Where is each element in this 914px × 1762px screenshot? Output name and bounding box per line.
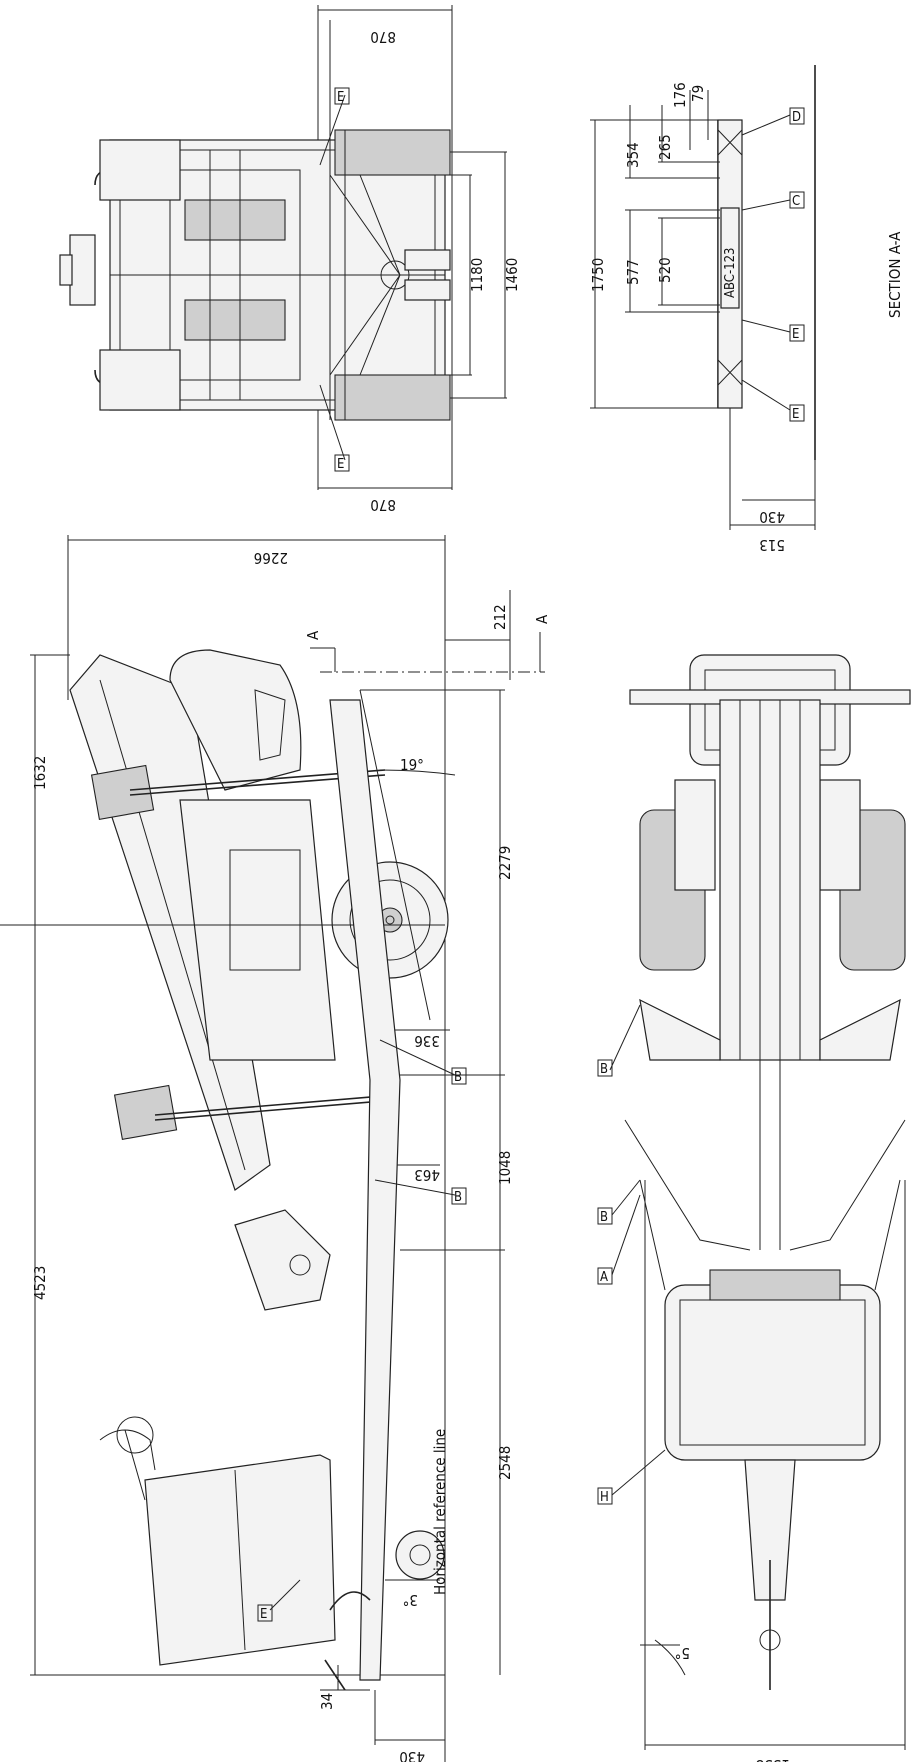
dim-2548: 2548 [496,1446,514,1480]
svg-text:B: B [600,1210,608,1225]
svg-text:B: B [454,1190,462,1205]
dim-2266: 2266 [254,549,288,567]
svg-text:B: B [454,1070,462,1085]
dim-1460: 1460 [503,258,521,292]
sec-tag-e2: E [741,379,805,422]
dim-1632: 1632 [31,756,49,790]
svg-text:H: H [600,1490,609,1505]
section-a-a: ABC-123 1750 577 520 354 265 176 79 43 [589,65,904,554]
sec-tag-e1: E [741,319,805,342]
dim-336: 336 [414,1032,440,1050]
dim-212: 212 [491,604,509,630]
svg-text:D: D [792,110,801,125]
section-marker-right: A [533,614,551,624]
svg-text:E: E [260,1607,267,1622]
top-tag-a: A [597,1194,641,1285]
dim-870-bottom: 870 [370,496,396,514]
svg-text:E: E [337,90,344,105]
sec-tag-d: D [741,107,805,136]
top-tag-h: H [597,1449,666,1505]
dim-520: 520 [656,257,674,283]
svg-text:E: E [792,407,799,422]
section-title: SECTION A-A [886,231,904,318]
dim-4523: 4523 [31,1266,49,1300]
dim-1558: 1558 [756,1756,790,1762]
svg-text:E: E [792,327,799,342]
side-tag-e: E [257,1579,301,1622]
svg-text:A: A [600,1270,608,1285]
svg-text:E: E [337,457,344,472]
dim-870-top: 870 [370,28,396,46]
dim-34: 34 [318,1693,336,1710]
dim-5deg: 5° [675,1644,690,1662]
dim-19deg: 19° [400,756,424,774]
dim-430-sec: 430 [759,508,785,526]
dim-1180: 1180 [468,258,486,292]
top-tag-b1: B [597,1004,641,1077]
svg-text:B: B [600,1062,608,1077]
tag-e-top: E [319,87,350,166]
svg-text:C: C [792,194,800,209]
sec-tag-c: C [741,191,805,211]
side-tag-b2: B [374,1179,467,1205]
side-view: 2266 212 A A 1632 4523 2279 1048 2548 33… [0,535,551,1762]
dim-354: 354 [624,142,642,168]
side-tag-b1: B [379,1039,467,1085]
dim-430-side: 430 [399,1748,425,1762]
dim-1750: 1750 [589,258,607,292]
front-view: 870 870 1180 146 [59,5,521,514]
horizontal-reference-label: Horizontal reference line [431,1429,449,1595]
dim-265: 265 [656,134,674,160]
dim-3deg: 3° [403,1591,418,1609]
section-marker-left: A [304,630,322,640]
top-tag-b2: B [597,1179,641,1225]
dim-2279: 2279 [496,846,514,880]
plate-text: ABC-123 [723,247,738,298]
top-view: 1558 5° B B A H [597,654,911,1762]
dim-79: 79 [689,85,707,102]
dim-577: 577 [624,259,642,285]
dim-1048: 1048 [496,1151,514,1185]
dim-513-sec: 513 [759,536,785,554]
tag-e-bottom: E [319,384,350,472]
dim-463: 463 [414,1166,440,1184]
dim-176: 176 [671,82,689,108]
